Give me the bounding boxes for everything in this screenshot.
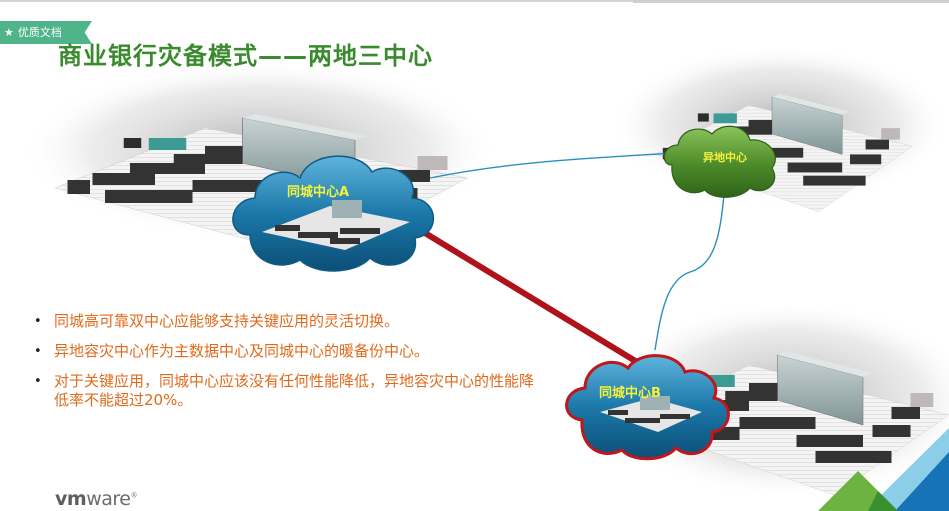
bullet-text: 对于关键应用，同城中心应该没有任何性能降低，异地容灾中心的性能降低率不能超过20…	[54, 372, 535, 409]
cloud-center-b: 同城中心B	[565, 354, 730, 461]
logo-light: ware	[86, 488, 131, 510]
bullet-item: • 异地容灾中心作为主数据中心及同城中心的暖备份中心。	[34, 342, 534, 361]
bullet-item: • 同城高可靠双中心应能够支持关键应用的灵活切换。	[34, 312, 534, 331]
link-remote-b	[654, 194, 725, 351]
logo-registered-mark: ®	[130, 491, 137, 500]
quality-doc-badge: ★优质文档	[0, 21, 92, 44]
badge-label: 优质文档	[17, 26, 62, 39]
bullet-dot-icon: •	[34, 344, 42, 359]
cloud-label-a: 同城中心A	[287, 184, 349, 200]
top-border-right	[633, 0, 949, 3]
corner-decoration	[818, 428, 949, 511]
top-border	[0, 0, 949, 2]
cloud-remote-center: 异地中心	[663, 125, 776, 198]
vmware-logo: vmware®	[55, 488, 137, 510]
cloud-label-b: 同城中心B	[599, 385, 661, 401]
bullet-dot-icon: •	[34, 374, 42, 389]
page-title: 商业银行灾备模式——两地三中心	[58, 42, 433, 70]
bullet-item: • 对于关键应用，同城中心应该没有任何性能降低，异地容灾中心的性能降低率不能超过2…	[34, 372, 534, 410]
bullet-dot-icon: •	[34, 314, 42, 329]
cloud-center-a: 同城中心A	[232, 155, 435, 272]
link-a-remote	[429, 151, 691, 179]
star-icon: ★	[4, 26, 14, 39]
cloud-label-remote: 异地中心	[703, 150, 747, 164]
bullet-text: 异地容灾中心作为主数据中心及同城中心的暖备份中心。	[54, 342, 430, 360]
logo-bold: vm	[55, 488, 87, 510]
link-a-b	[422, 230, 640, 365]
bullet-list: • 同城高可靠双中心应能够支持关键应用的灵活切换。 • 异地容灾中心作为主数据中心及…	[34, 312, 534, 421]
bullet-text: 同城高可靠双中心应能够支持关键应用的灵活切换。	[54, 312, 400, 330]
